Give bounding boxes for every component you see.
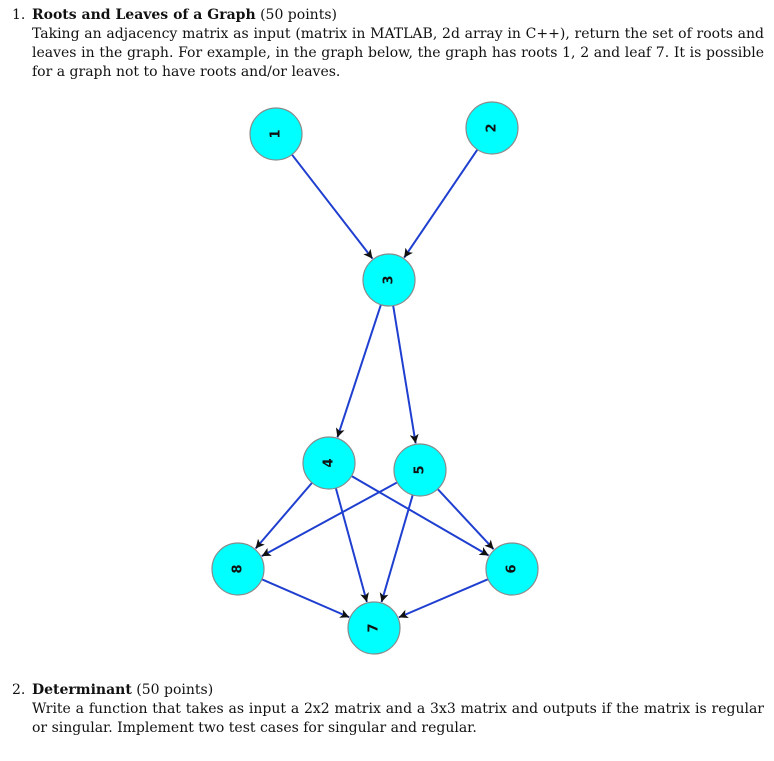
edge-1-to-3 [291, 153, 374, 260]
problem-2-points: (50 points) [136, 682, 214, 698]
problem-2: 2. Determinant (50 points) Write a funct… [12, 681, 764, 738]
edge-5-to-6 [436, 488, 495, 550]
node-4: 4 [302, 436, 356, 490]
edge-2-to-3 [403, 148, 479, 259]
node-5-label: 5 [413, 465, 428, 474]
edge-6-to-7 [398, 578, 489, 619]
problem-1-text: Taking an adjacency matrix as input (mat… [32, 26, 764, 80]
problem-1-points: (50 points) [260, 7, 337, 23]
node-8-circle [211, 542, 265, 596]
edge-8-to-7 [261, 578, 350, 619]
problem-1-heading: 1. Roots and Leaves of a Graph (50 point… [12, 6, 764, 25]
node-5-circle [393, 443, 447, 497]
node-1-circle [249, 107, 303, 161]
node-6: 6 [485, 542, 539, 596]
node-4-label: 4 [322, 458, 337, 467]
edge-3-to-5 [392, 305, 419, 444]
edge-3-to-4 [335, 304, 382, 438]
problem-2-text: Write a function that takes as input a 2… [32, 701, 764, 736]
node-7-label: 7 [367, 623, 382, 632]
problem-1-title: Roots and Leaves of a Graph [32, 7, 256, 23]
problem-1-number: 1. [12, 7, 26, 23]
problem-2-heading: 2. Determinant (50 points) [12, 681, 764, 700]
node-2: 2 [465, 101, 519, 155]
node-6-circle [485, 542, 539, 596]
graph-nodes: 1 2 3 4 5 6 7 8 [211, 101, 539, 655]
node-5: 5 [393, 443, 447, 497]
node-3-label: 3 [382, 275, 397, 284]
node-1-label: 1 [269, 129, 284, 138]
node-6-label: 6 [505, 564, 520, 573]
problem-1: 1. Roots and Leaves of a Graph (50 point… [12, 6, 764, 82]
node-2-circle [465, 101, 519, 155]
edge-4-to-8 [254, 482, 313, 550]
edge-5-to-7 [379, 494, 414, 603]
node-3: 3 [362, 253, 416, 307]
node-8: 8 [211, 542, 265, 596]
node-7-circle [347, 601, 401, 655]
graph-edges [254, 148, 495, 619]
node-7: 7 [347, 601, 401, 655]
node-3-circle [362, 253, 416, 307]
node-2-label: 2 [485, 123, 500, 132]
edge-4-to-6 [350, 475, 490, 557]
problem-2-number: 2. [12, 682, 26, 698]
edge-4-to-7 [334, 487, 369, 603]
node-1: 1 [249, 107, 303, 161]
edge-5-to-8 [261, 481, 398, 557]
node-8-label: 8 [231, 564, 246, 573]
problem-2-title: Determinant [32, 682, 132, 698]
node-4-circle [302, 436, 356, 490]
